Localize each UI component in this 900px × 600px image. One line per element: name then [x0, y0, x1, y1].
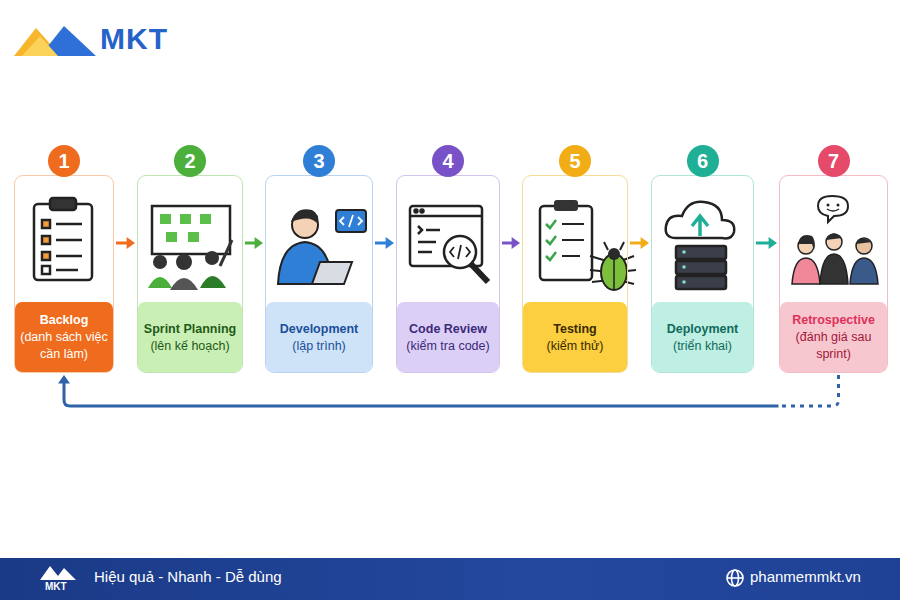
footer-band: MKT Hiệu quả - Nhanh - Dễ dùng phanmemmkt.… — [0, 558, 900, 600]
step-label-box: Backlog(danh sách việc cần làm) — [15, 302, 113, 372]
step-subtitle: (lập trình) — [270, 338, 368, 355]
arrow-head — [127, 237, 135, 249]
step-label-box: Sprint Planning(lên kế hoạch) — [138, 302, 242, 372]
step-number: 6 — [687, 145, 719, 177]
step-card: 7Retrospective(đánh giá sau sprint) — [779, 175, 888, 373]
step-title: Deployment — [656, 321, 749, 338]
step-card: 6Deployment(triển khai) — [651, 175, 754, 373]
flow-arrow — [245, 237, 263, 249]
step-title: Code Review — [401, 321, 495, 338]
clipboard-icon — [34, 198, 92, 280]
code-review-icon — [410, 206, 488, 282]
logo-icon — [14, 26, 96, 56]
logo-text: MKT — [100, 22, 168, 56]
step-label-box: Testing(kiểm thử) — [523, 302, 627, 372]
arrow-head — [512, 237, 520, 249]
flow-arrow — [630, 237, 649, 249]
step-label-box: Code Review(kiểm tra code) — [397, 302, 499, 372]
footer-website: phanmemmkt.vn — [750, 568, 861, 585]
step-subtitle: (lên kế hoạch) — [142, 338, 238, 355]
step-label-box: Deployment(triển khai) — [652, 302, 753, 372]
developer-icon — [278, 209, 366, 284]
step-number: 3 — [303, 145, 335, 177]
step-title: Testing — [527, 321, 623, 338]
arrow-head — [386, 237, 394, 249]
flow-arrow — [756, 237, 777, 249]
step-card: 4Code Review(kiểm tra code) — [396, 175, 500, 373]
step-label-box: Development(lập trình) — [266, 302, 372, 372]
testing-icon — [540, 200, 636, 290]
step-title: Sprint Planning — [142, 321, 238, 338]
arrow-head — [641, 237, 649, 249]
step-card: 1Backlog(danh sách việc cần làm) — [14, 175, 114, 373]
step-subtitle: (danh sách việc cần làm) — [19, 329, 109, 363]
planning-icon — [148, 206, 232, 290]
step-title: Development — [270, 321, 368, 338]
step-subtitle: (kiểm tra code) — [401, 338, 495, 355]
step-card: 3Development(lập trình) — [265, 175, 373, 373]
step-number: 2 — [174, 145, 206, 177]
flow-arrow — [375, 237, 394, 249]
step-number: 4 — [432, 145, 464, 177]
step-card: 2Sprint Planning(lên kế hoạch) — [137, 175, 243, 373]
flow-arrow — [116, 237, 135, 249]
footer-logo-text: MKT — [45, 581, 67, 592]
arrow-head — [255, 237, 263, 249]
step-number: 5 — [559, 145, 591, 177]
step-subtitle: (triển khai) — [656, 338, 749, 355]
arrow-head — [769, 237, 777, 249]
retro-icon — [792, 196, 878, 284]
step-title: Backlog — [19, 312, 109, 329]
flow-arrow — [502, 237, 520, 249]
arrow-head — [58, 375, 70, 383]
deploy-icon — [666, 202, 735, 289]
step-subtitle: (đánh giá sau sprint) — [784, 329, 883, 363]
step-subtitle: (kiểm thử) — [527, 338, 623, 355]
step-card: 5Testing(kiểm thử) — [522, 175, 628, 373]
step-label-box: Retrospective(đánh giá sau sprint) — [780, 302, 887, 372]
step-title: Retrospective — [784, 312, 883, 329]
step-number: 1 — [48, 145, 80, 177]
step-number: 7 — [818, 145, 850, 177]
footer-slogan: Hiệu quả - Nhanh - Dễ dùng — [94, 568, 282, 585]
flow-arrow — [58, 375, 839, 406]
